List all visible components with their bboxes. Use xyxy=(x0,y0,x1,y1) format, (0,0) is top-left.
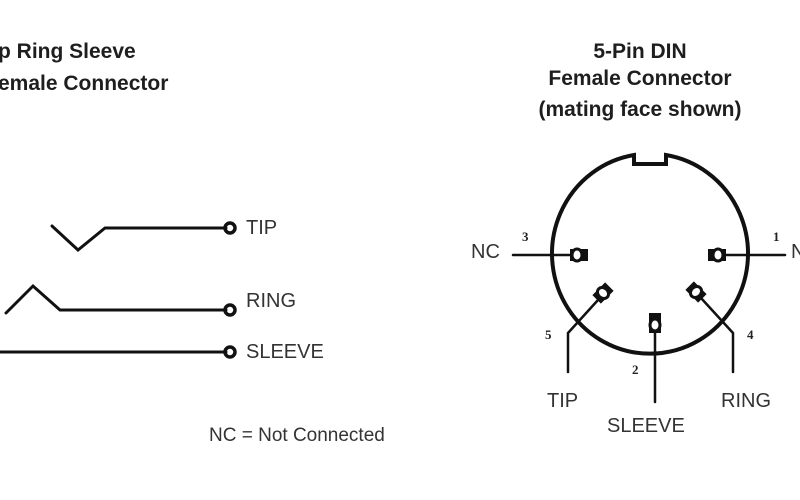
din-title-line1: 5-Pin DIN xyxy=(593,40,687,63)
pin3-label: NC xyxy=(471,241,500,263)
pin5-number: 5 xyxy=(545,327,552,342)
ring-terminal-icon xyxy=(225,305,235,315)
pin4-number: 4 xyxy=(747,327,754,342)
nc-legend: NC = Not Connected xyxy=(209,425,385,446)
din-title-line2: Female Connector xyxy=(548,67,732,90)
pin4-label: RING xyxy=(721,390,771,412)
ring-label: RING xyxy=(246,290,296,312)
pin3-number: 3 xyxy=(522,229,529,244)
pin5-socket-icon xyxy=(592,282,614,304)
ring-contact-line xyxy=(6,286,226,313)
pin5-label: TIP xyxy=(547,390,579,412)
pin1-socket-icon xyxy=(708,249,726,261)
sleeve-terminal-icon xyxy=(225,347,235,357)
tip-terminal-icon xyxy=(225,223,235,233)
tip-label: TIP xyxy=(246,217,278,239)
pin2-socket-icon xyxy=(649,313,661,333)
pin3-socket-icon xyxy=(570,249,588,261)
pin1-number: 1 xyxy=(773,229,780,244)
tip-contact-line xyxy=(52,226,226,250)
trs-title-line1: p Ring Sleeve xyxy=(0,40,136,63)
pin5-lead xyxy=(568,300,598,372)
pin4-lead xyxy=(701,298,733,372)
sleeve-label: SLEEVE xyxy=(246,341,324,363)
trs-title-line2: emale Connector xyxy=(0,72,169,95)
pin4-socket-icon xyxy=(685,281,707,303)
pin2-label: SLEEVE xyxy=(607,415,685,437)
pin2-number: 2 xyxy=(632,362,639,377)
din-title-line3: (mating face shown) xyxy=(538,98,742,121)
pin1-label: N xyxy=(791,241,800,263)
din-shell-outline xyxy=(552,155,748,354)
